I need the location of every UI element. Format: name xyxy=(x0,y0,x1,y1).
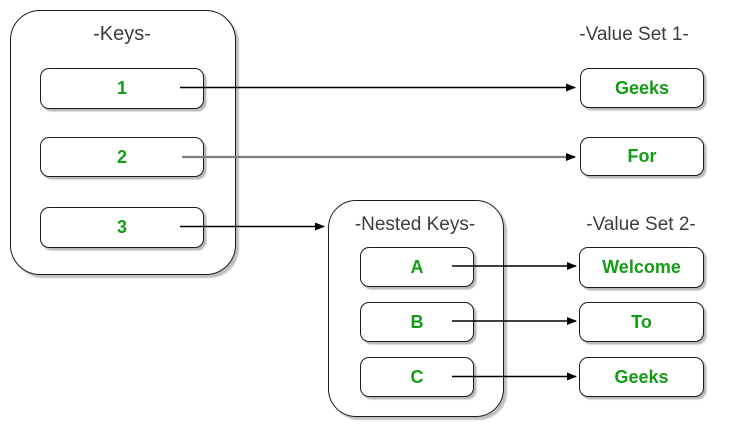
keys-group-title: -Keys- xyxy=(93,23,151,45)
value-set-2-title: -Value Set 2- xyxy=(586,214,696,235)
value2-node-to: To xyxy=(579,302,704,342)
value2-node-welcome: Welcome xyxy=(579,247,704,288)
nested-keys-group-title: -Nested Keys- xyxy=(354,214,476,235)
value1-node-for: For xyxy=(580,137,704,176)
nested-key-node-b: B xyxy=(360,302,474,342)
key-node-3: 3 xyxy=(40,207,204,248)
nested-key-node-a: A xyxy=(360,247,474,287)
nested-key-node-c: C xyxy=(360,357,474,397)
key-node-2: 2 xyxy=(40,137,204,177)
key-node-1: 1 xyxy=(40,68,204,109)
value1-node-geeks: Geeks xyxy=(580,68,704,108)
value2-node-geeks: Geeks xyxy=(579,357,704,397)
value-set-1-title: -Value Set 1- xyxy=(579,24,689,45)
